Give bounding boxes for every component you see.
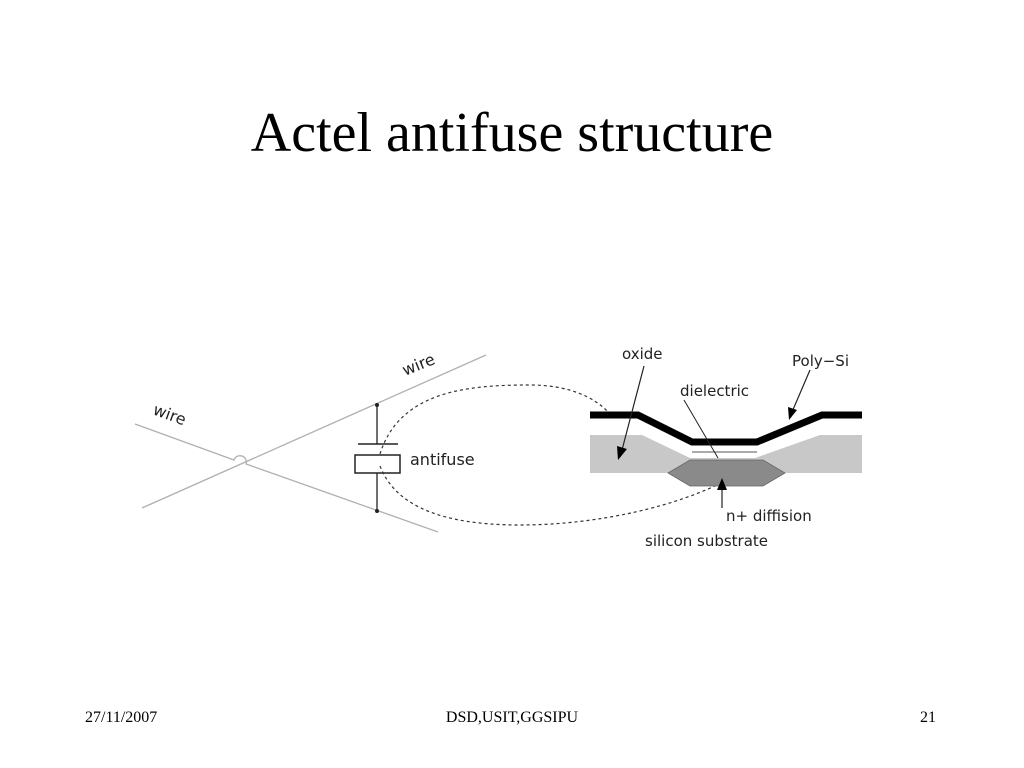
footer-date: 27/11/2007 bbox=[85, 709, 158, 726]
cross-section: oxide dielectric Poly−Si n+ diffision si… bbox=[590, 345, 862, 550]
poly-si-arrow-line bbox=[791, 369, 811, 413]
slide-title: Actel antifuse structure bbox=[250, 102, 774, 164]
footer-center-text: DSD,USIT,GGSIPU bbox=[445, 709, 579, 726]
n-diffusion-region bbox=[667, 459, 786, 487]
label-wire-upper: wire bbox=[399, 350, 437, 380]
label-poly-si: Poly−Si bbox=[792, 352, 849, 370]
poly-si-layer bbox=[590, 411, 862, 446]
label-oxide: oxide bbox=[622, 345, 663, 363]
antifuse-symbol bbox=[354, 454, 401, 474]
callout-dashed-lower bbox=[379, 465, 728, 526]
oxide-arrow-head bbox=[617, 446, 627, 460]
wire-upper-line bbox=[141, 354, 487, 509]
label-wire-left: wire bbox=[151, 400, 189, 429]
callout-dashed-upper bbox=[379, 384, 609, 455]
footer-page-number: 21 bbox=[920, 709, 936, 726]
oxide-arrow-line bbox=[621, 365, 645, 451]
junction-dot-top bbox=[375, 403, 379, 407]
label-dielectric: dielectric bbox=[680, 382, 749, 400]
label-n-diffusion: n+ diffision bbox=[726, 507, 812, 525]
n-diffusion-arrow-head bbox=[717, 478, 727, 490]
wire-left-line bbox=[134, 423, 439, 533]
label-antifuse: antifuse bbox=[410, 450, 475, 469]
label-silicon-substrate: silicon substrate bbox=[645, 532, 768, 550]
oxide-layer bbox=[590, 435, 862, 473]
junction-dot-bottom bbox=[375, 509, 379, 513]
dielectric-pointer bbox=[683, 399, 719, 459]
poly-si-arrow-head bbox=[788, 407, 797, 420]
